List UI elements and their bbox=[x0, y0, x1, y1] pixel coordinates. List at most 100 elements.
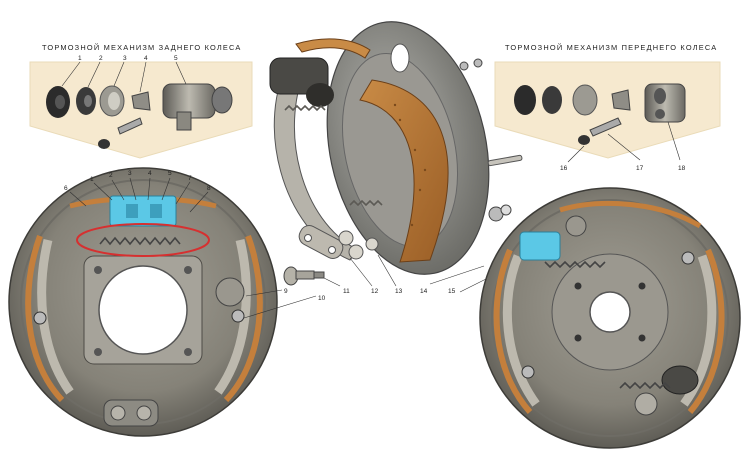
return-spring-lower bbox=[349, 199, 383, 207]
rear-bolt-hole-c bbox=[94, 348, 102, 356]
label-18: 18 bbox=[678, 165, 686, 172]
front-hole-b bbox=[638, 282, 646, 290]
rear-eccentric bbox=[215, 277, 245, 307]
front-upper-spring bbox=[544, 260, 606, 269]
label-16: 16 bbox=[560, 165, 568, 172]
front-parts-panel: ТОРМОЗНОЙ МЕХАНИЗМ ПЕРЕДНЕГО КОЛЕСА 16 1… bbox=[494, 43, 721, 172]
lining-texture bbox=[393, 103, 427, 227]
front-plate-rim bbox=[491, 199, 729, 437]
front-adjuster-a bbox=[681, 251, 695, 265]
plate-hole bbox=[390, 43, 410, 73]
front-title: ТОРМОЗНОЙ МЕХАНИЗМ ПЕРЕДНЕГО КОЛЕСА bbox=[505, 43, 717, 52]
label-4-b: 4 bbox=[148, 170, 152, 177]
label-8: 8 bbox=[207, 185, 211, 192]
front-lining-left bbox=[493, 248, 533, 415]
label-3: 3 bbox=[123, 55, 127, 62]
rear-bolt-hole-b bbox=[184, 266, 192, 274]
washer-b bbox=[500, 204, 512, 216]
rear-brake-assembly: 6 1 2 3 4 5 7 8 9 10 bbox=[8, 167, 326, 437]
label-11: 11 bbox=[343, 288, 350, 295]
front-lower-spring bbox=[619, 381, 671, 390]
rear-leaders bbox=[69, 177, 317, 319]
rear-adjuster-left bbox=[33, 311, 47, 325]
front-upper-cylinder bbox=[519, 231, 561, 261]
front-lining-top bbox=[559, 200, 702, 229]
bolt-a bbox=[459, 61, 469, 71]
adjuster-plates bbox=[298, 225, 379, 260]
label-6: 6 bbox=[64, 185, 68, 192]
rear-anchor-pin-b bbox=[136, 405, 152, 421]
part-18-bore-a bbox=[654, 88, 666, 104]
center-leaders bbox=[323, 254, 489, 293]
rear-lining-left bbox=[25, 234, 65, 403]
label-2: 2 bbox=[99, 55, 103, 62]
rear-lining-right bbox=[223, 234, 263, 403]
front-hole-c bbox=[574, 334, 582, 342]
rear-anchor-pin-a bbox=[110, 405, 126, 421]
shoe-top-lining bbox=[295, 38, 371, 59]
bleeder-cap bbox=[98, 139, 110, 149]
bleeder-screw bbox=[117, 117, 143, 135]
rear-upper-spring bbox=[99, 236, 181, 246]
label-5: 5 bbox=[174, 55, 178, 62]
return-spring-upper bbox=[284, 104, 326, 112]
part-1-hole bbox=[55, 95, 65, 109]
rear-shoe-web-right bbox=[214, 238, 251, 395]
label-3-b: 3 bbox=[128, 170, 132, 177]
label-7: 7 bbox=[188, 175, 192, 182]
part-5-bore bbox=[211, 86, 233, 114]
front-seal bbox=[514, 85, 536, 115]
front-lower-cylinder bbox=[661, 365, 699, 395]
front-cup bbox=[542, 86, 562, 114]
front-adjuster-b bbox=[521, 365, 535, 379]
part-2-hole bbox=[84, 95, 92, 107]
label-14: 14 bbox=[420, 288, 428, 295]
front-spring bbox=[611, 89, 631, 111]
red-highlight-oval bbox=[76, 223, 210, 257]
rear-parts-panel: ТОРМОЗНОЙ МЕХАНИЗМ ЗАДНЕГО КОЛЕСА 1 2 3 … bbox=[29, 43, 253, 159]
brake-shoe-lining bbox=[359, 79, 449, 263]
pin bbox=[487, 154, 523, 167]
bolt-b bbox=[473, 58, 483, 68]
label-12: 12 bbox=[371, 288, 379, 295]
rear-cylinder-highlight bbox=[109, 195, 177, 227]
label-9: 9 bbox=[284, 288, 288, 295]
rear-adjuster-right bbox=[231, 309, 245, 323]
front-shoe-web-left bbox=[502, 254, 540, 407]
label-2-b: 2 bbox=[109, 172, 113, 179]
label-17: 17 bbox=[636, 165, 644, 172]
part-5-mount bbox=[176, 111, 192, 131]
label-1: 1 bbox=[78, 55, 82, 62]
rear-title: ТОРМОЗНОЙ МЕХАНИЗМ ЗАДНЕГО КОЛЕСА bbox=[42, 43, 242, 52]
front-anchor-pin bbox=[634, 392, 658, 416]
label-10: 10 bbox=[318, 295, 326, 302]
center-exploded-assembly: 11 12 13 14 15 bbox=[269, 21, 523, 295]
rear-parts-leaders bbox=[61, 61, 187, 93]
rear-bolt-hole-d bbox=[184, 348, 192, 356]
part-16-cap bbox=[578, 135, 590, 145]
part-4-spring bbox=[131, 91, 151, 111]
front-parts-leaders bbox=[567, 121, 681, 163]
front-hole-a bbox=[574, 282, 582, 290]
front-brake-assembly bbox=[479, 187, 741, 449]
part-17-bleeder bbox=[589, 117, 622, 137]
part-3-face bbox=[108, 92, 120, 110]
label-15: 15 bbox=[448, 288, 456, 295]
front-center-hole bbox=[589, 291, 631, 333]
part-18-wheel-cylinder bbox=[644, 83, 686, 123]
front-piston bbox=[572, 84, 598, 116]
part-18-bore-b bbox=[655, 109, 665, 119]
label-4: 4 bbox=[144, 55, 148, 62]
eccentric-bolt bbox=[283, 266, 325, 286]
label-5-b: 5 bbox=[168, 170, 172, 177]
label-13: 13 bbox=[395, 288, 403, 295]
rear-bolt-hole-a bbox=[94, 266, 102, 274]
cylinder-piston bbox=[306, 83, 334, 107]
label-1-b: 1 bbox=[90, 176, 94, 183]
front-eccentric bbox=[565, 215, 587, 237]
front-hole-d bbox=[638, 334, 646, 342]
front-lining-right bbox=[687, 248, 725, 414]
rear-center-hole bbox=[98, 265, 188, 355]
